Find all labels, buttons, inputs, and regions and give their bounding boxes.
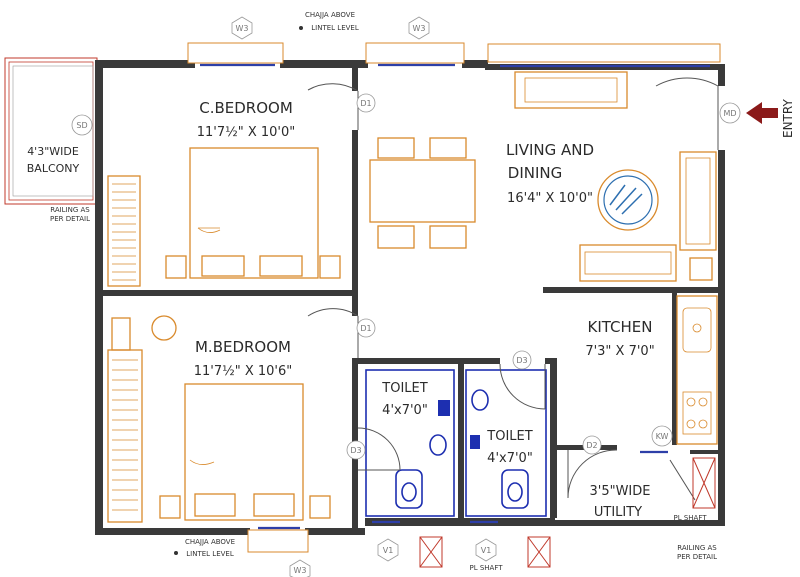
main-door — [655, 77, 719, 150]
m-bedroom-bed — [184, 383, 304, 521]
entry-label: ENTRY — [781, 99, 795, 138]
tag-w3-top-left — [231, 16, 253, 40]
svg-text:V1: V1 — [383, 546, 394, 555]
svg-text:W3: W3 — [236, 24, 249, 33]
railing-note-left-1: RAILING AS — [50, 206, 90, 214]
svg-text:D3: D3 — [350, 446, 361, 455]
pl-shaft-bottom-label: PL SHAFT — [469, 564, 503, 572]
tag-w3-top-right — [408, 16, 430, 40]
chajja-note-bottom-1: CHAJJA ABOVE — [185, 538, 235, 546]
kitchen: KITCHEN 7'3" X 7'0" KW — [585, 295, 718, 447]
door-d1-top — [307, 83, 359, 130]
toilet-1-dim: 4'x7'0" — [382, 403, 428, 418]
door-d3-left — [357, 427, 401, 471]
tag-sd — [71, 114, 93, 136]
living-title-1: LIVING AND — [506, 141, 594, 159]
tag-md — [719, 102, 741, 124]
balcony-label-2: BALCONY — [27, 162, 80, 175]
railing-note-right-1: RAILING AS — [677, 544, 717, 552]
tag-kw — [651, 425, 673, 447]
pl-shaft-right-label: PL SHAFT — [673, 514, 707, 522]
kitchen-title: KITCHEN — [588, 318, 653, 336]
toilets: TOILET 4'x7'0" TOILET 4'x7'0" D3 D3 V1 V… — [346, 350, 551, 572]
toilet-1-title: TOILET — [381, 381, 427, 396]
m-bedroom-dim: 11'7½" X 10'6" — [194, 364, 293, 379]
svg-text:SD: SD — [76, 121, 87, 130]
toilet-1-outline — [365, 369, 455, 517]
tag-w3-bottom — [289, 559, 311, 577]
toilet-2-title: TOILET — [486, 429, 532, 444]
windows: W3 CHAJJA ABOVE LINTEL LEVEL W3 W3 CHAJJ… — [174, 11, 721, 577]
window-living-top — [487, 43, 721, 63]
walls — [95, 60, 725, 535]
kitchen-counter — [676, 295, 718, 445]
c-bedroom-title: C.BEDROOM — [199, 99, 293, 117]
toilet-2-dim: 4'x7'0" — [487, 451, 533, 466]
svg-text:D2: D2 — [586, 441, 597, 450]
balcony-label-1: 4'3"WIDE — [27, 145, 79, 158]
svg-text:D1: D1 — [360, 99, 371, 108]
tv-unit — [514, 71, 628, 109]
chajja-note-bottom-2: LINTEL LEVEL — [186, 550, 234, 558]
living-dining: LIVING AND DINING 16'4" X 10'0" MD ENTRY — [369, 71, 795, 282]
m-bedroom-title: M.BEDROOM — [195, 338, 291, 356]
door-d3-right — [499, 363, 546, 410]
c-bedroom: C.BEDROOM 11'7½" X 10'0" D1 SD — [71, 83, 376, 287]
window-w3-top-right — [365, 42, 465, 64]
dining-table — [369, 159, 476, 223]
c-bedroom-dim: 11'7½" X 10'0" — [197, 125, 296, 140]
svg-text:D3: D3 — [516, 356, 527, 365]
c-bedroom-wardrobe — [107, 175, 141, 287]
kitchen-sink — [682, 307, 712, 353]
tag-v1-left — [377, 538, 399, 562]
tag-v1-right — [475, 538, 497, 562]
svg-text:MD: MD — [723, 109, 736, 118]
chajja-note-top-1: CHAJJA ABOVE — [305, 11, 355, 19]
living-title-2: DINING — [508, 164, 562, 182]
balcony: 4'3"WIDE BALCONY RAILING AS PER DETAIL — [4, 57, 102, 223]
sofa-bottom — [579, 244, 677, 282]
utility-label-2: UTILITY — [594, 505, 642, 520]
m-bedroom: M.BEDROOM 11'7½" X 10'6" D1 — [107, 308, 376, 523]
living-dim: 16'4" X 10'0" — [507, 191, 593, 206]
chajja-note-top-2: LINTEL LEVEL — [311, 24, 359, 32]
railing-note-right-2: PER DETAIL — [677, 553, 717, 561]
door-d1-mid — [307, 308, 359, 358]
kitchen-stove — [682, 391, 712, 435]
svg-text:D1: D1 — [360, 324, 371, 333]
m-bedroom-wardrobe — [107, 349, 143, 523]
coffee-table — [597, 169, 659, 231]
svg-text:W3: W3 — [413, 24, 426, 33]
svg-text:KW: KW — [656, 432, 669, 441]
railing-note-left-2: PER DETAIL — [50, 215, 90, 223]
sofa-right — [679, 151, 717, 251]
arrow-left-icon — [746, 102, 778, 124]
utility: D2 3'5"WIDE UTILITY PL SHAFT RAILING AS … — [567, 435, 717, 561]
utility-label-1: 3'5"WIDE — [589, 484, 650, 499]
c-bedroom-bed — [189, 147, 319, 279]
window-w3-bottom — [247, 529, 309, 553]
svg-text:W3: W3 — [294, 566, 307, 575]
toilet-2-outline — [465, 369, 547, 517]
window-w3-top-left — [187, 42, 284, 64]
svg-text:V1: V1 — [481, 546, 492, 555]
door-d2 — [567, 449, 618, 499]
kitchen-dim: 7'3" X 7'0" — [585, 344, 654, 359]
